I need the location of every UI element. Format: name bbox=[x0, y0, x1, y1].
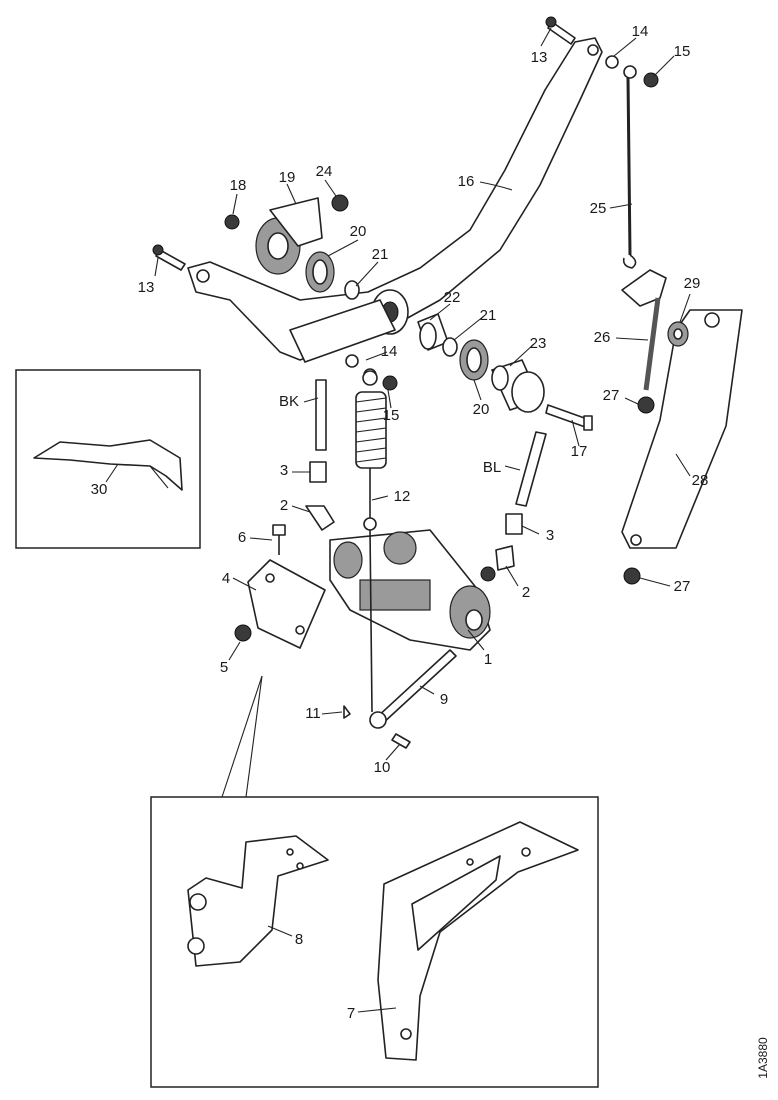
part-27-nut-upper bbox=[637, 396, 655, 414]
callout-3-left: 3 bbox=[280, 462, 288, 479]
callout-13-left: 13 bbox=[138, 279, 155, 296]
callout-19: 19 bbox=[279, 169, 296, 186]
callout-6: 6 bbox=[238, 529, 246, 546]
callout-30: 30 bbox=[91, 481, 108, 498]
callout-25: 25 bbox=[590, 200, 607, 217]
part-3-fitting-right bbox=[505, 513, 523, 535]
part-23-spacer bbox=[491, 359, 545, 413]
callout-18: 18 bbox=[230, 177, 247, 194]
callout-17: 17 bbox=[571, 443, 588, 460]
callout-22: 22 bbox=[444, 289, 461, 306]
part-15-nut-top bbox=[643, 72, 659, 88]
hose-bl bbox=[515, 431, 547, 507]
part-9-pushrod bbox=[369, 649, 457, 729]
callout-21-lower: 21 bbox=[480, 307, 497, 324]
part-21-ring-lower bbox=[442, 337, 458, 357]
part-25-rod bbox=[622, 77, 637, 269]
leader-lines bbox=[105, 27, 691, 1013]
callout-23: 23 bbox=[530, 335, 547, 352]
part-12-return-spring bbox=[355, 370, 387, 531]
part-10-pin bbox=[391, 733, 411, 749]
callout-11: 11 bbox=[305, 705, 321, 722]
inset-pointer-lines bbox=[221, 675, 263, 798]
inset-frame-brackets bbox=[150, 796, 599, 1088]
part-13-bolt-left bbox=[152, 244, 186, 271]
inset-frame-30 bbox=[15, 369, 201, 549]
part-2-elbow-right bbox=[495, 545, 515, 571]
figure-code: 1A3880 bbox=[756, 1037, 770, 1079]
part-18-nut bbox=[224, 214, 240, 230]
part-7-bracket bbox=[377, 821, 579, 1061]
part-14-bushing-top bbox=[605, 55, 619, 69]
part-16-pedal-lever bbox=[187, 37, 603, 361]
part-27-nut-lower bbox=[623, 567, 641, 585]
callout-labels: 13 14 15 16 25 18 19 24 20 21 13 22 21 2… bbox=[91, 23, 709, 1022]
part-shaft-tube bbox=[289, 299, 396, 363]
callout-10: 10 bbox=[374, 759, 391, 776]
part-24-nut bbox=[331, 194, 349, 212]
callout-27-upper: 27 bbox=[603, 387, 620, 404]
part-14-washer-top bbox=[623, 65, 637, 79]
part-13-bolt-top bbox=[545, 16, 576, 45]
part-19-bracket bbox=[255, 197, 323, 275]
hose-label-bk: BK bbox=[279, 393, 299, 410]
callout-16: 16 bbox=[458, 173, 475, 190]
callout-9: 9 bbox=[440, 691, 448, 708]
part-20-seal-lower bbox=[459, 339, 489, 381]
part-22-bushing bbox=[417, 313, 449, 351]
part-26-adjuster bbox=[621, 269, 667, 391]
callout-12: 12 bbox=[394, 488, 411, 505]
callout-1: 1 bbox=[484, 651, 492, 668]
hose-label-bl: BL bbox=[483, 459, 501, 476]
part-21-ring-upper bbox=[344, 280, 360, 300]
part-20-seal-upper bbox=[305, 251, 335, 293]
part-3-fitting-left bbox=[309, 461, 327, 483]
part-6-bolt bbox=[272, 524, 286, 555]
callout-7: 7 bbox=[347, 1005, 355, 1022]
callout-29: 29 bbox=[684, 275, 701, 292]
part-17-bolt bbox=[545, 404, 593, 431]
callout-4: 4 bbox=[222, 570, 230, 587]
callout-20-upper: 20 bbox=[350, 223, 367, 240]
part-4-mount-plate bbox=[247, 559, 326, 649]
callout-14-lower: 14 bbox=[381, 343, 398, 360]
callout-2-left: 2 bbox=[280, 497, 288, 514]
callout-21-upper: 21 bbox=[372, 246, 389, 263]
hose-bk bbox=[315, 379, 327, 451]
callout-8: 8 bbox=[295, 931, 303, 948]
callout-24: 24 bbox=[316, 163, 333, 180]
part-30-bracket bbox=[33, 439, 183, 491]
callout-13-top: 13 bbox=[531, 49, 548, 66]
callout-5: 5 bbox=[220, 659, 228, 676]
part-15-nut-lower bbox=[382, 375, 398, 391]
callout-28: 28 bbox=[692, 472, 709, 489]
part-5-nut bbox=[234, 624, 252, 642]
part-11-clip bbox=[343, 705, 351, 719]
part-2-elbow-left bbox=[305, 505, 335, 531]
callout-2-right: 2 bbox=[522, 584, 530, 601]
callout-15-top: 15 bbox=[674, 43, 691, 60]
part-29-bushing bbox=[667, 321, 689, 347]
callout-26: 26 bbox=[594, 329, 611, 346]
part-12-spring-link bbox=[369, 529, 373, 713]
callout-3-right: 3 bbox=[546, 527, 554, 544]
callout-15-lower: 15 bbox=[383, 407, 400, 424]
part-28-bracket bbox=[621, 309, 743, 549]
part-8-bracket bbox=[187, 835, 329, 967]
callout-27-lower: 27 bbox=[674, 578, 691, 595]
part-14-bushing-lower bbox=[345, 354, 359, 368]
callout-14-top: 14 bbox=[632, 23, 649, 40]
callout-20-lower: 20 bbox=[473, 401, 490, 418]
